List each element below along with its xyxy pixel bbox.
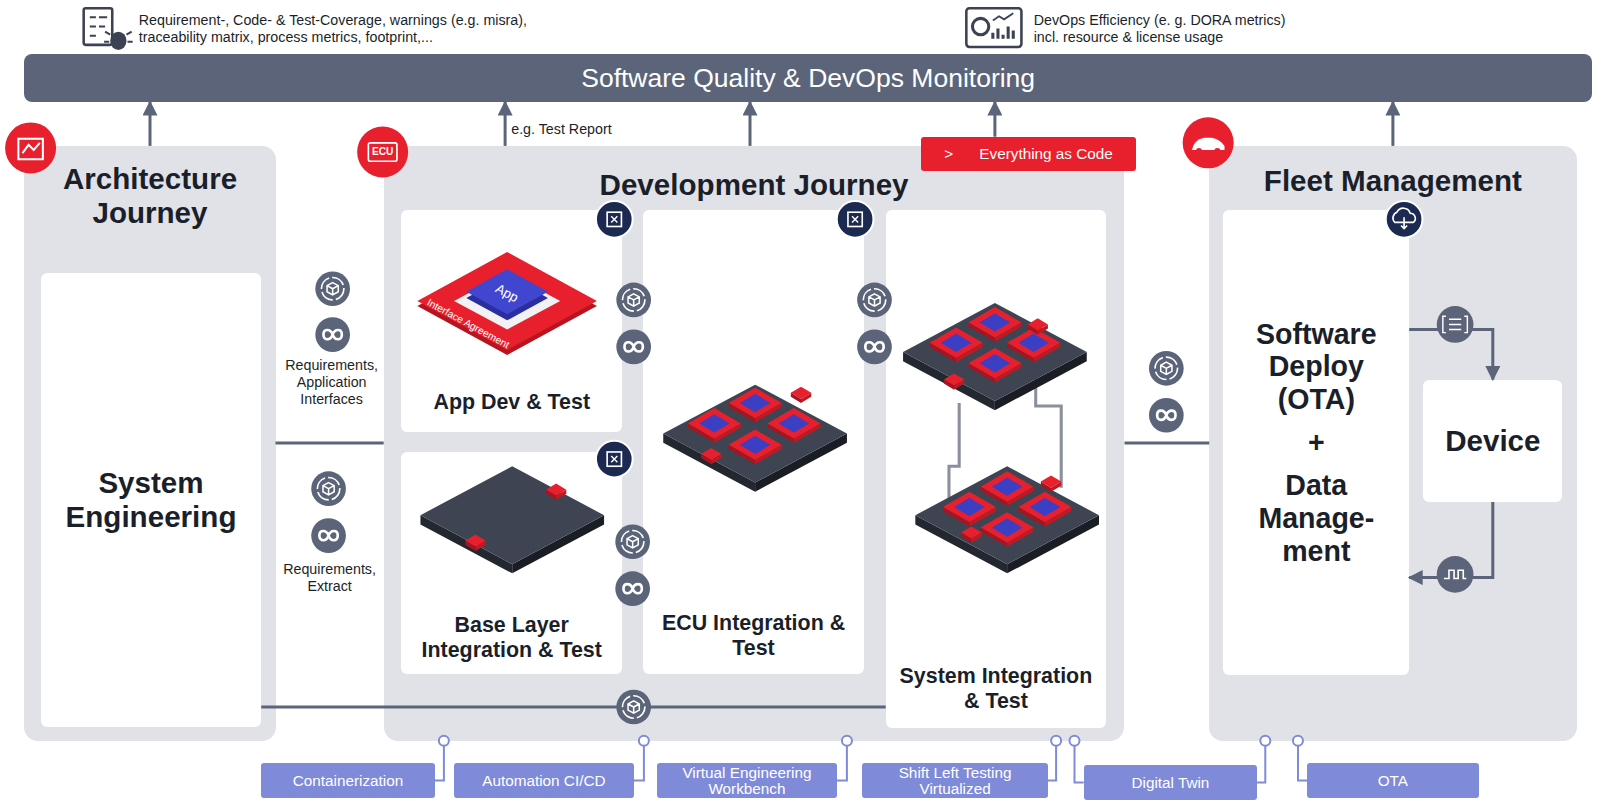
connector-dot — [639, 736, 649, 746]
node-text: + — [1308, 426, 1325, 459]
node-text: Shift Left Testing Virtualized — [866, 765, 1044, 797]
connector-dot — [1051, 736, 1061, 746]
node-text: Development Journey — [600, 168, 909, 202]
process-box: System Integration & Test — [886, 210, 1106, 727]
process-box: System Engineering — [41, 273, 261, 726]
connector — [1409, 330, 1493, 380]
node-text: Data Manage- ment — [1229, 469, 1403, 568]
node-text: Architecture Journey — [24, 162, 275, 230]
connector — [1409, 502, 1493, 578]
edge-label: Requirements, Application Interfaces — [280, 357, 384, 408]
node-text: Everything as Code — [979, 145, 1113, 163]
tech-pill: Automation CI/CD — [454, 763, 634, 798]
connector — [1075, 741, 1084, 783]
connector — [1125, 441, 1210, 444]
node-text: System Engineering — [47, 466, 255, 534]
journey-panel: Fleet ManagementSoftware Deploy (OTA) + Da… — [1209, 146, 1576, 741]
connector — [1391, 102, 1394, 146]
connector — [276, 441, 384, 444]
node-text: Automation CI/CD — [482, 773, 605, 789]
tech-pill: Virtual Engineering Workbench — [657, 763, 837, 798]
connector — [435, 741, 444, 781]
node-text: Virtual Engineering Workbench — [661, 765, 833, 797]
annotation-text: ECU — [362, 147, 403, 157]
connector — [1048, 741, 1056, 781]
edge-label: e.g. Test Report — [511, 121, 644, 138]
node-text: > — [944, 145, 953, 163]
tech-pill: Digital Twin — [1084, 765, 1257, 800]
annotation-text: DevOps Efficiency (e. g. DORA metrics) i… — [1034, 12, 1310, 46]
connector-dot — [842, 736, 852, 746]
connector — [634, 741, 644, 781]
annotation-text: Requirement-, Code- & Test-Coverage, war… — [139, 12, 568, 46]
annotation-text: Requirements, Extract — [278, 561, 382, 595]
connector-dot — [1069, 736, 1079, 746]
journey-panel: Development JourneyApp Dev & TestBase La… — [384, 146, 1125, 741]
node-text: OTA — [1378, 773, 1408, 789]
node-text: Device — [1445, 424, 1540, 458]
node-text: Software Quality & DevOps Monitoring — [581, 63, 1035, 94]
connector — [837, 741, 847, 781]
tech-pill: Shift Left Testing Virtualized — [862, 763, 1048, 798]
monitoring-band: Software Quality & DevOps Monitoring — [24, 54, 1591, 102]
process-box: Base Layer Integration & Test — [401, 452, 622, 674]
tag-button: > Everything as Code — [921, 137, 1135, 172]
connector-dot — [439, 736, 449, 746]
node-text: Digital Twin — [1131, 775, 1209, 791]
connector — [504, 102, 507, 146]
node-text: ECU Integration & Test — [649, 611, 858, 660]
connector — [261, 706, 886, 709]
tech-pill: OTA — [1307, 763, 1478, 798]
connector — [1298, 741, 1307, 781]
node-text: Containerization — [293, 773, 404, 789]
node-text: Software Deploy (OTA) — [1229, 318, 1403, 417]
connector-dot — [1260, 736, 1270, 746]
journey-panel: Architecture JourneySystem Engineering — [24, 146, 275, 741]
connector — [749, 102, 752, 146]
node-text: System Integration & Test — [892, 664, 1100, 713]
connector — [1257, 741, 1265, 783]
process-box: ECU Integration & Test — [643, 210, 864, 674]
node-text: App Dev & Test — [433, 390, 590, 415]
tech-pill: Containerization — [261, 763, 434, 798]
process-box: App Dev & Test — [401, 210, 622, 431]
device-box: Device — [1423, 380, 1562, 502]
connector-dot — [1293, 736, 1303, 746]
connector — [149, 102, 152, 146]
process-box: Software Deploy (OTA) + Data Manage- ment — [1223, 210, 1409, 675]
connector — [993, 102, 996, 137]
node-text: Base Layer Integration & Test — [407, 613, 616, 662]
node-text: Fleet Management — [1264, 164, 1522, 198]
